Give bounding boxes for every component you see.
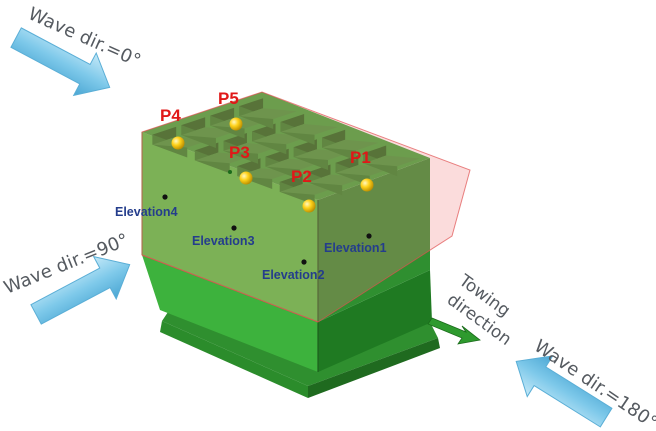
elevation1-label: Elevation1 [324, 241, 387, 255]
probe-p2-label: P2 [291, 167, 312, 186]
elevation4-label: Elevation4 [115, 205, 178, 219]
probe-p5-marker [229, 117, 243, 131]
towing-arrow [427, 317, 481, 345]
elevation2-label: Elevation2 [262, 268, 325, 282]
elevation1-marker [366, 233, 372, 239]
elevation3-label: Elevation3 [192, 234, 255, 248]
wave-arrow-90 [30, 255, 131, 325]
probe-p1-label: P1 [350, 148, 371, 167]
top-cell-grid [152, 98, 420, 205]
elevation2-marker [301, 259, 307, 265]
lower-block [142, 255, 432, 372]
probe-p1-marker [360, 178, 374, 192]
elevation4-marker [162, 194, 168, 200]
elevation3-marker [231, 225, 237, 231]
wave-arrow-180 [515, 355, 613, 428]
wave-arrow-0 [10, 27, 111, 97]
probe-p5-label: P5 [218, 89, 239, 108]
probe-p2-marker [302, 199, 316, 213]
probe-p4-marker [171, 136, 185, 150]
grid-cell-floor [280, 124, 338, 135]
elevation-points [162, 194, 372, 265]
grid-cell-floor [239, 108, 297, 119]
probe-points [171, 117, 374, 213]
grid-cell-floor [363, 155, 420, 167]
probe-p4-label: P4 [160, 106, 181, 125]
probe-p3-label: P3 [229, 143, 250, 162]
probe-p3-marker [239, 171, 253, 185]
grid-cell-floor [322, 139, 379, 151]
